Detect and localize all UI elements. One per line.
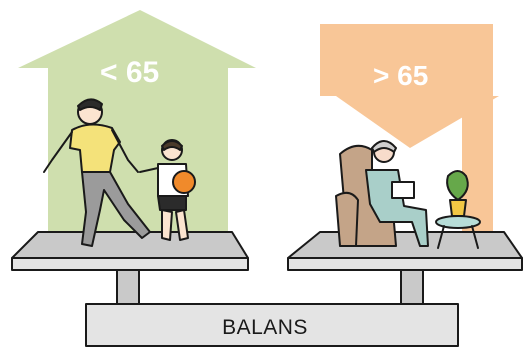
balance-label: BALANS (0, 316, 530, 340)
age-over-65-label: > 65 (373, 60, 428, 92)
grandmother-in-armchair (336, 141, 428, 246)
age-under-65-label: < 65 (100, 56, 159, 90)
ball-icon (173, 171, 195, 193)
book-icon (392, 182, 414, 198)
arrow-up-icon (18, 10, 256, 240)
